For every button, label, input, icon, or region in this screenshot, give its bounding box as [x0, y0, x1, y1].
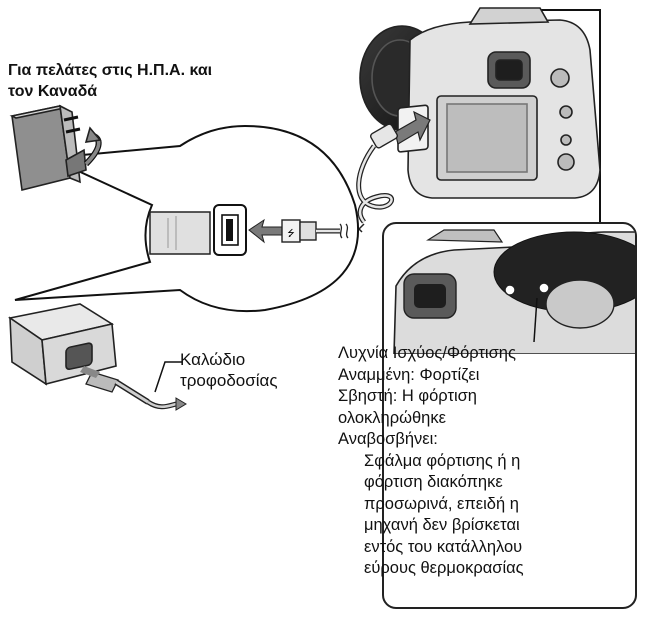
lamp-lit: Αναμμένη: Φορτίζει [338, 365, 480, 384]
power-cord-label-line1: Καλώδιο [180, 350, 246, 369]
charge-lamp-icon [538, 282, 550, 294]
cord-label-leader [154, 361, 182, 393]
power-cord-label: Καλώδιο τροφοδοσίας [180, 349, 278, 391]
us-power-adapter [9, 104, 102, 191]
camera-illustration [359, 7, 601, 199]
lamp-blink-desc-4: μηχανή δεν βρίσκεται [364, 516, 520, 534]
lamp-blink-desc-6: εύρους θερμοκρασίας [364, 559, 524, 577]
charge-lamp-callout [382, 222, 637, 609]
power-cord-label-line2: τροφοδοσίας [180, 371, 278, 390]
lamp-blinking: Αναβοσβήνει: [338, 430, 438, 448]
usa-note-line1: Για πελάτες στις Η.Π.Α. και [8, 62, 213, 79]
lamp-blink-desc-3: προσωρινά, επειδή η [364, 494, 519, 513]
lamp-off-line1: Σβηστή: Η φόρτιση [338, 387, 477, 405]
lamp-off-line2: ολοκληρώθηκε [338, 408, 446, 427]
other-power-adapter [7, 303, 117, 386]
usb-magnified-balloon: ⭍ [14, 124, 360, 313]
insert-arrow-camera [394, 110, 431, 145]
wave-break-icon [339, 223, 349, 239]
lamp-blink-desc-5: εντός του κατάλληλου [364, 537, 523, 556]
usb-symbol-icon: ⭍ [287, 228, 295, 239]
charge-lamp-text: Λυχνία Ισχύος/Φόρτισης Αναμμένη: Φορτίζε… [338, 343, 638, 580]
lamp-title: Λυχνία Ισχύος/Φόρτισης [338, 344, 516, 362]
lamp-blink-desc-1: Σφάλμα φόρτισης ή η [364, 451, 521, 470]
lamp-blink-desc-2: φόρτιση διακόπηκε [364, 473, 503, 491]
usa-canada-note: Για πελάτες στις Η.Π.Α. και τον Καναδά [8, 60, 288, 102]
usa-note-line2: τον Καναδά [8, 83, 98, 100]
power-cord [80, 361, 187, 411]
usb-cable [353, 123, 398, 233]
camera-closeup [393, 229, 635, 354]
